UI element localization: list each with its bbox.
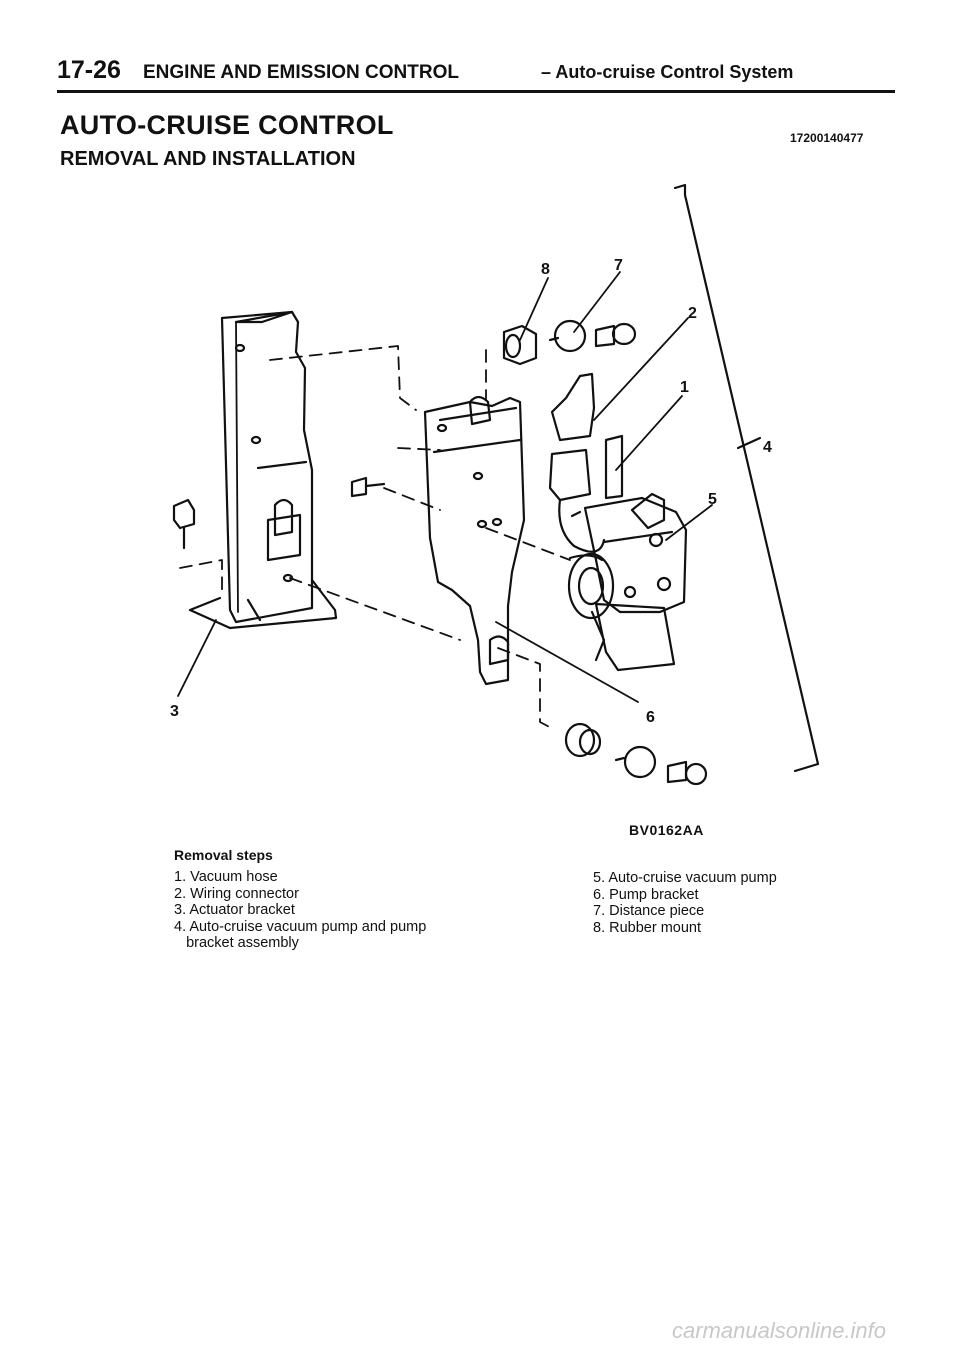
header-rule — [57, 90, 895, 93]
callout-3: 3 — [170, 703, 179, 720]
step-item: 5. Auto-cruise vacuum pump — [593, 870, 777, 886]
step-item: 7. Distance piece — [593, 903, 705, 920]
callout-1: 1 — [680, 379, 689, 396]
callout-8: 8 — [541, 261, 550, 278]
step-item: bracket assembly — [174, 935, 299, 952]
page-number: 17-26 — [57, 56, 121, 84]
actuator-bracket — [188, 310, 338, 630]
bottom-mount-parts — [564, 722, 708, 786]
assembly-bracket-line — [673, 183, 820, 773]
document-id: 17200140477 — [790, 131, 864, 145]
step-item: 3. Actuator bracket — [174, 902, 295, 919]
section-title: ENGINE AND EMISSION CONTROL — [143, 62, 459, 83]
step-item: 4. Auto-cruise vacuum pump and pump — [174, 918, 427, 935]
removal-steps-left: 1. Vacuum hose 2. Wiring connector 3. Ac… — [174, 869, 426, 952]
callout-6: 6 — [646, 709, 655, 726]
assembly-lines — [179, 345, 571, 731]
vacuum-hose-and-connectors — [548, 372, 624, 553]
side-bolts — [172, 476, 386, 550]
subsection-title: – Auto-cruise Control System — [541, 62, 794, 82]
pump-bracket — [423, 395, 526, 686]
figure-code: BV0162AA — [629, 822, 704, 838]
page-title: AUTO-CRUISE CONTROL — [60, 110, 394, 140]
step-item: 6. Pump bracket — [593, 886, 699, 903]
removal-steps-right: 5. Auto-cruise vacuum pump 6. Pump brack… — [593, 870, 777, 936]
step-item: 1. Vacuum hose — [174, 869, 278, 885]
removal-steps-heading: Removal steps — [174, 847, 273, 863]
top-mount-parts — [502, 319, 637, 366]
step-item: 8. Rubber mount — [593, 919, 702, 936]
callout-7: 7 — [614, 257, 623, 274]
callout-5: 5 — [708, 491, 717, 508]
leader-lines — [177, 271, 713, 703]
vacuum-pump — [567, 492, 688, 672]
step-item: 2. Wiring connector — [174, 885, 299, 902]
watermark: carmanualsonline.info — [672, 1318, 887, 1343]
callout-2: 2 — [688, 305, 697, 322]
page-subtitle: REMOVAL AND INSTALLATION — [60, 148, 356, 170]
callout-4: 4 — [763, 439, 772, 456]
